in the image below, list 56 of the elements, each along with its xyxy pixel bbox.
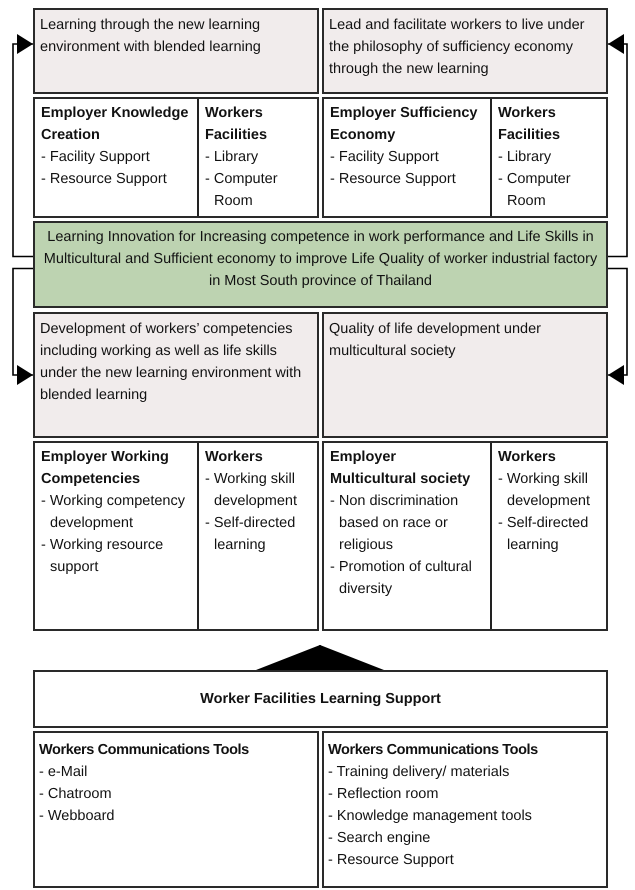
list-item: - Facility Support xyxy=(330,148,440,167)
arrow xyxy=(12,36,33,258)
list-item: - Search engine xyxy=(328,829,432,848)
column-heading: Employer Working Competencies xyxy=(41,448,170,489)
column-heading: Workers xyxy=(498,448,557,467)
list-item: - Resource Support xyxy=(41,170,168,189)
list-item: - Non discrimination based on race or religious xyxy=(330,492,460,555)
list-item: - Promotion of cultural diversity xyxy=(330,558,473,599)
list-item: - Computer Room xyxy=(498,170,572,211)
central-goal-box xyxy=(33,221,608,308)
box-text: Quality of life development under multicultural society xyxy=(329,320,542,361)
list-item: - Chatroom xyxy=(39,785,113,804)
box-text: Learning through the new learning environment with blended learning xyxy=(40,16,262,57)
statement-box xyxy=(33,8,319,94)
column-heading: Workers Facilities xyxy=(498,104,562,145)
panel xyxy=(322,97,608,218)
arrow xyxy=(12,268,33,383)
box-text: Development of workers’ competencies including working as well as life skills under the new learning environment with blended learning xyxy=(40,320,302,405)
list-item: - Working skill development xyxy=(498,470,592,511)
list-item: - Webboard xyxy=(39,807,116,826)
support-box xyxy=(33,670,608,728)
panel xyxy=(33,441,319,631)
panel xyxy=(33,97,319,218)
column-heading: Workers xyxy=(205,448,264,467)
list-item: - Resource Support xyxy=(328,851,455,870)
arrow xyxy=(608,36,628,258)
heading: Worker Facilities Learning Support xyxy=(199,690,442,709)
panel xyxy=(322,441,608,631)
column-heading: Workers Communications Tools xyxy=(328,741,539,760)
list-item: - Training delivery/ materials xyxy=(328,763,510,782)
list-item: - Working competency development xyxy=(41,492,186,533)
list-item: - Library xyxy=(205,148,260,167)
column-heading: Employer Knowledge Creation xyxy=(41,104,190,145)
column-heading: Workers Facilities xyxy=(205,104,268,145)
statement-box xyxy=(322,8,608,94)
list-item: - Computer Room xyxy=(205,170,279,211)
tools-box xyxy=(33,731,319,888)
list-item: - Reflection room xyxy=(328,785,440,804)
list-item: - Resource Support xyxy=(330,170,457,189)
list-item: - Working skill development xyxy=(205,470,298,511)
list-item: - Working resource support xyxy=(41,536,164,577)
column-heading: Employer Multicultural society xyxy=(330,448,472,489)
list-item: - Library xyxy=(498,148,552,167)
column-heading: Employer Sufficiency Economy xyxy=(330,104,478,145)
statement-box xyxy=(322,312,608,438)
tools-box xyxy=(322,731,608,888)
column-heading: Workers Communications Tools xyxy=(39,741,250,760)
arrow xyxy=(608,268,628,383)
list-item: - Self-directed learning xyxy=(205,514,296,555)
box-text: Lead and facilitate workers to live under the philosophy of sufficiency economy through the new learning xyxy=(329,16,586,79)
list-item: - e-Mail xyxy=(39,763,88,782)
list-item: - Facility Support xyxy=(41,148,151,167)
list-item: - Self-directed learning xyxy=(498,514,590,555)
box-text: Learning Innovation for Increasing competence in work performance and Life Skills in Multicultural and Sufficient economy to improve Life Quality of worker industrial factory in Most South province of Thailand xyxy=(43,228,598,291)
list-item: - Knowledge management tools xyxy=(328,807,533,826)
statement-box xyxy=(33,312,319,438)
